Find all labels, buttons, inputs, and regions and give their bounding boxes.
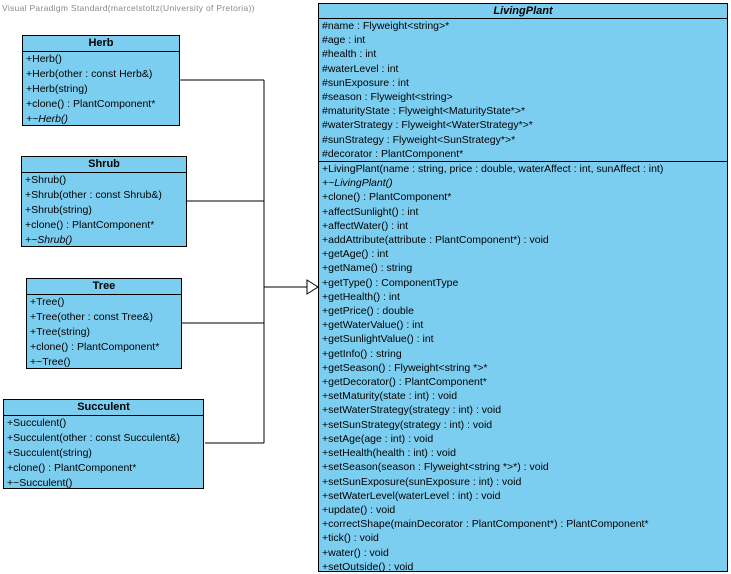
class-member[interactable]: +clone() : PlantComponent* (26, 98, 156, 110)
class-member[interactable]: +Tree(string) (30, 326, 91, 338)
class-box-herb[interactable]: Herb +Herb()+Herb(other : const Herb&)+H… (22, 35, 180, 126)
class-member[interactable]: +getHealth() : int (322, 290, 400, 303)
class-member[interactable]: #health : int (322, 48, 377, 61)
class-box-tree[interactable]: Tree +Tree()+Tree(other : const Tree&)+T… (26, 278, 182, 369)
class-member[interactable]: +getType() : ComponentType (322, 276, 459, 289)
class-compartment: +Succulent() +Succulent(other : const Suc… (4, 416, 203, 489)
class-member[interactable]: +Herb() (26, 53, 62, 65)
class-member[interactable]: +getAge() : int (322, 248, 389, 261)
class-member[interactable]: #waterLevel : int (322, 62, 399, 75)
class-member[interactable]: +clone() : PlantComponent* (322, 191, 452, 204)
class-box-shrub[interactable]: Shrub +Shrub() +Shrub(other : const Shrub… (21, 156, 187, 247)
class-member[interactable]: +update() : void (322, 503, 396, 516)
class-member[interactable]: +getSunlightValue() : int (322, 333, 434, 346)
class-member[interactable]: +Succulent(other : const Succulent&) (7, 432, 181, 444)
class-member[interactable]: +setAge(age : int) : void (322, 432, 434, 445)
class-member[interactable]: #name : Flyweight<string>* (322, 20, 450, 32)
generalization-arrow-head[interactable] (306, 279, 319, 295)
class-member[interactable]: +clone() : PlantComponent* (25, 219, 155, 231)
class-member[interactable]: +affectSunlight() : int (322, 205, 419, 218)
class-member[interactable]: +getPrice() : double (322, 305, 414, 318)
class-member[interactable]: #maturityState : Flyweight<MaturityState… (322, 105, 526, 118)
class-member[interactable]: #decorator : PlantComponent* (322, 147, 464, 160)
class-member[interactable]: +setHealth(health : int) : void (322, 447, 456, 460)
class-member[interactable]: +LivingPlant(name : string, price : doub… (322, 163, 664, 176)
class-member[interactable]: +setWaterStrategy(strategy : int) : void (322, 404, 502, 417)
class-title[interactable]: LivingPlant (319, 4, 727, 19)
class-compartment: +Tree() +Tree(other : const Tree&) +Tree(s… (27, 295, 181, 368)
class-member[interactable]: +~Tree() (30, 356, 71, 368)
class-compartment: +LivingPlant(name : string, price : doub… (319, 161, 727, 572)
class-member[interactable]: +~Herb() (26, 113, 69, 125)
class-title[interactable]: Shrub (22, 157, 186, 173)
class-compartment: +Shrub() +Shrub(other : const Shrub&) +Shr… (22, 173, 186, 246)
class-member[interactable]: +Shrub(string) (25, 204, 92, 216)
class-member[interactable]: +setSunStrategy(strategy : int) : void (322, 418, 493, 431)
class-member[interactable]: #sunStrategy : Flyweight<SunStrategy*>* (322, 133, 516, 146)
class-member[interactable]: +setOutside() : void (322, 560, 414, 572)
class-member[interactable]: +Succulent(string) (7, 447, 92, 459)
class-box-livingplant[interactable]: LivingPlant #name : Flyweight<string>* #a… (318, 3, 728, 572)
class-member[interactable]: +affectWater() : int (322, 219, 409, 232)
class-member[interactable]: +Shrub(other : const Shrub&) (25, 189, 162, 201)
class-member[interactable]: +setSunExposure(sunExposure : int) : voi… (322, 475, 522, 488)
class-member[interactable]: +correctShape(mainDecorator : PlantCompo… (322, 518, 649, 531)
class-title[interactable]: Herb (23, 36, 179, 52)
class-member[interactable]: +Tree() (30, 296, 65, 308)
class-member[interactable]: +clone() : PlantComponent* (30, 341, 160, 353)
class-compartment: +Herb() +Herb(other : const Herb&) +Herb(s… (23, 52, 179, 125)
class-title[interactable]: Succulent (4, 400, 203, 416)
class-member[interactable]: +Tree(other : const Tree&) (30, 311, 154, 323)
watermark-text: Visual Paradigm Standard(marcelstoltz(Un… (2, 3, 255, 13)
class-member[interactable]: +tick() : void (322, 532, 379, 545)
class-member[interactable]: #waterStrategy : Flyweight<WaterStrategy… (322, 119, 533, 132)
class-title[interactable]: Tree (27, 279, 181, 295)
class-member[interactable]: +clone() : PlantComponent* (7, 462, 137, 474)
class-member[interactable]: +~LivingPlant() (322, 177, 393, 190)
class-member[interactable]: +addAttribute(attribute : PlantComponent… (322, 234, 549, 247)
class-member[interactable]: #age : int (322, 34, 366, 47)
class-member[interactable]: +getInfo() : string (322, 347, 402, 360)
class-member[interactable]: +water() : void (322, 546, 389, 559)
class-member[interactable]: +getDecorator() : PlantComponent* (322, 376, 487, 389)
class-member[interactable]: +Herb(string) (26, 83, 88, 95)
class-member[interactable]: +getSeason() : Flyweight<string *>* (322, 361, 488, 374)
class-member[interactable]: +getName() : string (322, 262, 413, 275)
class-compartment: #name : Flyweight<string>* #age : int#hea… (319, 19, 727, 161)
class-member[interactable]: #sunExposure : int (322, 76, 409, 89)
class-member[interactable]: +setMaturity(state : int) : void (322, 390, 458, 403)
class-box-succulent[interactable]: Succulent +Succulent() +Succulent(other :… (3, 399, 204, 489)
class-member[interactable]: +Succulent() (7, 417, 67, 429)
class-member[interactable]: +Shrub() (25, 174, 67, 186)
class-member[interactable]: +setSeason(season : Flyweight<string *>*… (322, 461, 549, 474)
class-member[interactable]: +getWaterValue() : int (322, 319, 424, 332)
class-member[interactable]: +~Shrub() (25, 234, 73, 246)
class-member[interactable]: +Herb(other : const Herb&) (26, 68, 153, 80)
class-member[interactable]: +~Succulent() (7, 477, 73, 489)
class-member[interactable]: #season : Flyweight<string> (322, 91, 453, 104)
class-member[interactable]: +setWaterLevel(waterLevel : int) : void (322, 489, 501, 502)
